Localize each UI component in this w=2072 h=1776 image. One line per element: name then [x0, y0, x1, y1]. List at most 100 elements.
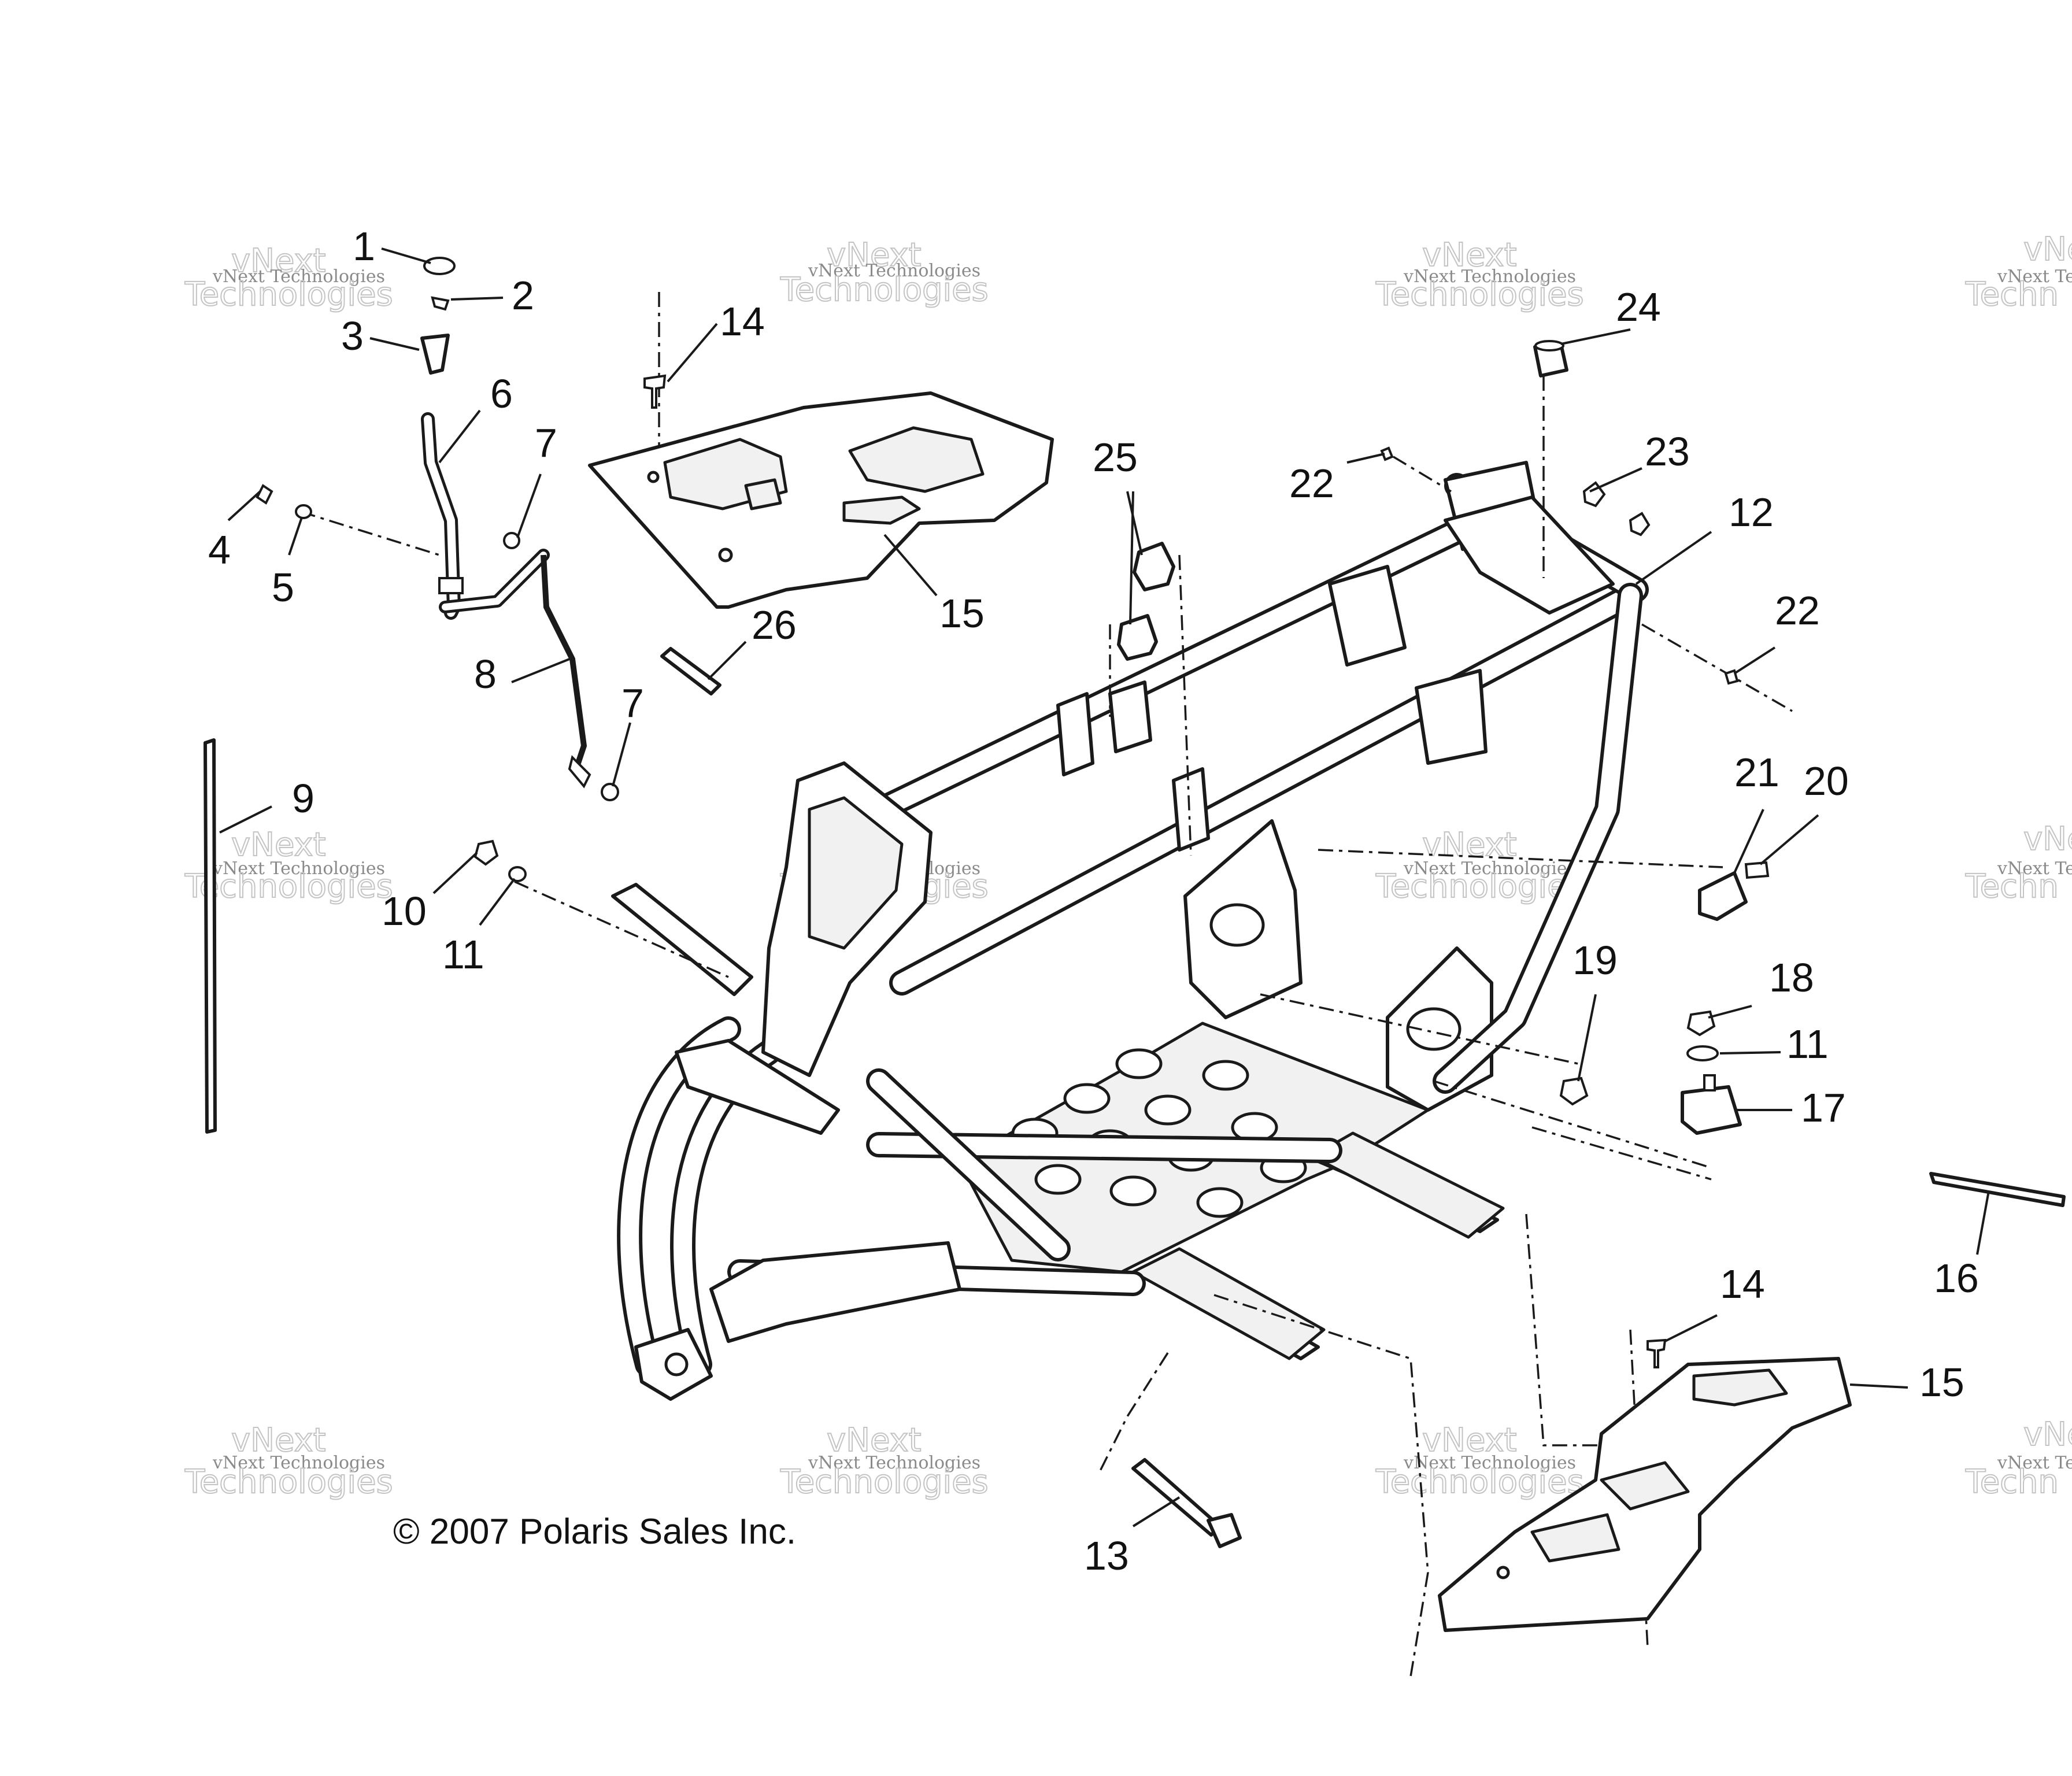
- part-14-bolt: [643, 374, 667, 409]
- part-9-rod: [204, 738, 217, 1134]
- footrest-plate-right: [1311, 1131, 1505, 1239]
- callout-labels: 1 2 3 4 5 6 7 8 7 9 10 11 14 15 26 25 22…: [208, 224, 1979, 1578]
- callout-23: 23: [1645, 429, 1690, 474]
- callout-8: 8: [474, 652, 497, 697]
- watermark-big-text: Technologies: [780, 271, 989, 309]
- callout-11: 11: [442, 932, 484, 977]
- part-25-bushing: [1117, 614, 1158, 661]
- callout-13: 13: [1084, 1533, 1129, 1578]
- main-frame: [611, 461, 1649, 1401]
- footrest-top: [588, 391, 1054, 609]
- part-10-nut: [473, 839, 499, 866]
- watermark-big-text: vNe: [2023, 820, 2072, 858]
- watermark-top-left: vNext vNext Technologies Technologies: [184, 242, 394, 314]
- part-26-pin: [660, 647, 722, 695]
- center-bracket: [1328, 565, 1407, 667]
- part-7-fitting: [601, 783, 619, 801]
- callout-20: 20: [1804, 758, 1849, 804]
- watermark-big-text: vNext: [827, 236, 922, 274]
- part-19-nut: [1559, 1076, 1589, 1106]
- callout-1: 1: [353, 224, 375, 269]
- callout-22: 22: [1775, 588, 1820, 633]
- part-11-washer: [1686, 1045, 1719, 1061]
- watermark-top-mid: vNext vNext Technologies Technologies: [779, 236, 989, 309]
- watermark-big-text: vNe: [2023, 231, 2072, 268]
- watermark-top-right: vNext vNext Technologies Technologies: [1375, 236, 1585, 314]
- watermark-small-text: vNext Technologies: [808, 1453, 980, 1473]
- pivot-bushing-front: [1209, 903, 1265, 947]
- part-18-nut: [1686, 1010, 1716, 1037]
- part-4-bolt: [256, 484, 273, 505]
- watermark-mid-right: vNext vNext Technologies Technologies: [1375, 826, 1585, 906]
- watermark-big-text: Technologies: [1375, 1463, 1584, 1501]
- part-7-fitting: [503, 532, 520, 549]
- small-parts-right: [1131, 340, 2066, 1548]
- callout-21: 21: [1734, 750, 1779, 795]
- callout-11: 11: [1786, 1022, 1829, 1067]
- callout-14: 14: [1720, 1261, 1765, 1307]
- callout-17: 17: [1801, 1085, 1846, 1130]
- watermark-top-edge: vNe vNext Tec Techn: [1964, 230, 2072, 314]
- part-22-bolt: [1724, 669, 1739, 685]
- watermark-big-text: vNext: [231, 242, 326, 280]
- callout-4: 4: [208, 527, 231, 572]
- footrest-bottom: [1438, 1338, 1852, 1632]
- mid-tab-2: [1172, 767, 1210, 852]
- callout-19: 19: [1572, 938, 1618, 983]
- part-11-washer: [508, 866, 527, 882]
- watermark-layer: vNext vNext Technologies Technologies vN…: [184, 230, 2072, 1501]
- part-3-boot: [420, 334, 450, 375]
- part-1-cap: [423, 257, 456, 275]
- callout-15: 15: [939, 591, 985, 636]
- watermark-big-text: vNext: [1422, 1422, 1517, 1459]
- callout-7: 7: [621, 680, 644, 726]
- watermark-big-text: Technologies: [780, 1463, 989, 1501]
- callout-6: 6: [490, 371, 513, 416]
- watermark-big-text: Techn: [1965, 276, 2059, 313]
- callout-24: 24: [1616, 284, 1661, 330]
- lower-front-crossmember: [709, 1241, 961, 1343]
- part-20-bolt: [1744, 861, 1770, 879]
- watermark-big-text: vNext: [231, 826, 326, 864]
- callout-12: 12: [1729, 490, 1774, 535]
- callout-22: 22: [1289, 461, 1334, 506]
- watermark-big-text: Technologies: [1375, 868, 1584, 905]
- callout-3: 3: [341, 313, 364, 358]
- watermark-small-text: vNext Technologies: [1403, 859, 1576, 879]
- part-2-screw: [431, 296, 450, 311]
- watermark-bottom-mid: vNext vNext Technologies Technologies: [779, 1421, 989, 1501]
- watermark-big-text: Techn: [1965, 868, 2059, 905]
- engine-mount-bracket: [1415, 669, 1488, 765]
- footrest-plate-left: [1131, 1247, 1326, 1360]
- watermark-small-text: vNext Technologies: [212, 267, 385, 287]
- part-21-clamp: [1698, 871, 1748, 921]
- watermark-small-text: vNext Technologies: [1403, 1453, 1576, 1473]
- watermark-big-text: Technologies: [1375, 276, 1584, 313]
- watermark-bottom-edge: vNe vNext Tec Techn: [1964, 1415, 2072, 1501]
- mid-tab-1: [1056, 692, 1094, 776]
- watermark-big-text: Technologies: [184, 276, 393, 313]
- watermark-small-text: vNext Technologies: [808, 261, 980, 281]
- part-5-washer: [295, 504, 312, 519]
- watermark-small-text: vNext Technologies: [212, 859, 385, 879]
- pivot-bushing-rear: [1406, 1007, 1462, 1051]
- watermark-big-text: vNext: [827, 1422, 922, 1459]
- callout-5: 5: [272, 565, 294, 610]
- watermark-big-text: Technologies: [184, 1463, 393, 1501]
- callout-15: 15: [1919, 1360, 1964, 1405]
- part-16-tie: [1929, 1172, 2066, 1207]
- watermark-big-text: vNe: [2023, 1416, 2072, 1453]
- callout-26: 26: [752, 602, 797, 648]
- watermark-big-text: vNext: [1422, 236, 1517, 274]
- callout-9: 9: [292, 776, 314, 821]
- watermark-small-text: vNext Technologies: [1403, 267, 1576, 287]
- part-14-bolt: [1646, 1338, 1667, 1368]
- part-13-bolt: [1131, 1458, 1222, 1537]
- watermark-small-text: vNext Tec: [1997, 267, 2072, 287]
- small-parts-left: [204, 257, 1175, 1134]
- leader-lines: [219, 247, 1990, 1527]
- part-17-mount: [1681, 1085, 1742, 1135]
- seat-mount-plate: [1444, 495, 1615, 615]
- left-arm-bracket: [611, 883, 753, 996]
